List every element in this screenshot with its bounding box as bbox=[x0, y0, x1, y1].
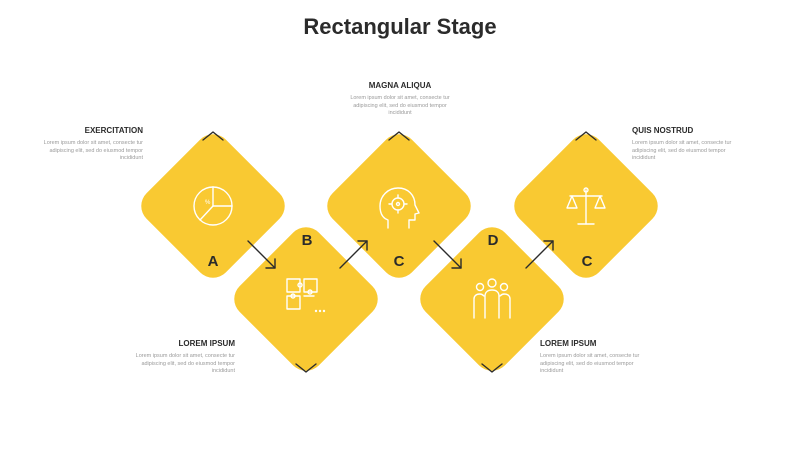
caption-heading: MAGNA ALIQUA bbox=[368, 81, 432, 90]
arrow-up-right-icon bbox=[339, 240, 368, 269]
chevron-down-icon bbox=[481, 363, 503, 373]
stage-b-letter: B bbox=[301, 232, 313, 249]
caption-heading: QUIS NOSTRUD bbox=[632, 126, 694, 135]
puzzle-icon bbox=[286, 278, 326, 313]
caption-exercitation: EXERCITATION Lorem ipsum dolor sit amet,… bbox=[33, 126, 143, 163]
caption-body: Lorem ipsum dolor sit amet, consecte tur… bbox=[135, 353, 235, 374]
stage-a-letter: A bbox=[207, 253, 219, 270]
caption-body: Lorem ipsum dolor sit amet, consecte tur… bbox=[43, 140, 143, 161]
svg-text:%: % bbox=[205, 200, 211, 206]
stage-c-letter: C bbox=[393, 253, 405, 270]
stage-d-letter: D bbox=[487, 232, 499, 249]
caption-lorem-ipsum-right: LOREM IPSUM Lorem ipsum dolor sit amet, … bbox=[540, 339, 650, 376]
team-icon bbox=[473, 278, 511, 319]
caption-heading: EXERCITATION bbox=[84, 126, 143, 135]
caption-lorem-ipsum-left: LOREM IPSUM Lorem ipsum dolor sit amet, … bbox=[125, 339, 235, 376]
chevron-up-icon bbox=[575, 131, 597, 141]
caption-body: Lorem ipsum dolor sit amet, consecte tur… bbox=[350, 95, 450, 116]
caption-heading: LOREM IPSUM bbox=[540, 339, 597, 348]
stage-e-letter: C bbox=[581, 253, 593, 270]
page-title: Rectangular Stage bbox=[303, 14, 497, 39]
chevron-up-icon bbox=[388, 131, 410, 141]
arrow-down-right-icon bbox=[247, 240, 276, 269]
chevron-down-icon bbox=[295, 363, 317, 373]
arrow-down-right-icon bbox=[433, 240, 462, 269]
caption-body: Lorem ipsum dolor sit amet, consecte tur… bbox=[540, 353, 640, 374]
head-target-icon bbox=[379, 187, 420, 229]
arrow-up-right-icon bbox=[525, 240, 554, 269]
caption-quis-nostrud: QUIS NOSTRUD Lorem ipsum dolor sit amet,… bbox=[632, 126, 742, 163]
chevron-up-icon bbox=[202, 131, 224, 141]
pie-chart-icon: % bbox=[193, 186, 233, 226]
caption-magna-aliqua: MAGNA ALIQUA Lorem ipsum dolor sit amet,… bbox=[345, 81, 455, 118]
caption-body: Lorem ipsum dolor sit amet, consecte tur… bbox=[632, 140, 732, 161]
scales-icon bbox=[566, 187, 606, 225]
caption-heading: LOREM IPSUM bbox=[178, 339, 235, 348]
